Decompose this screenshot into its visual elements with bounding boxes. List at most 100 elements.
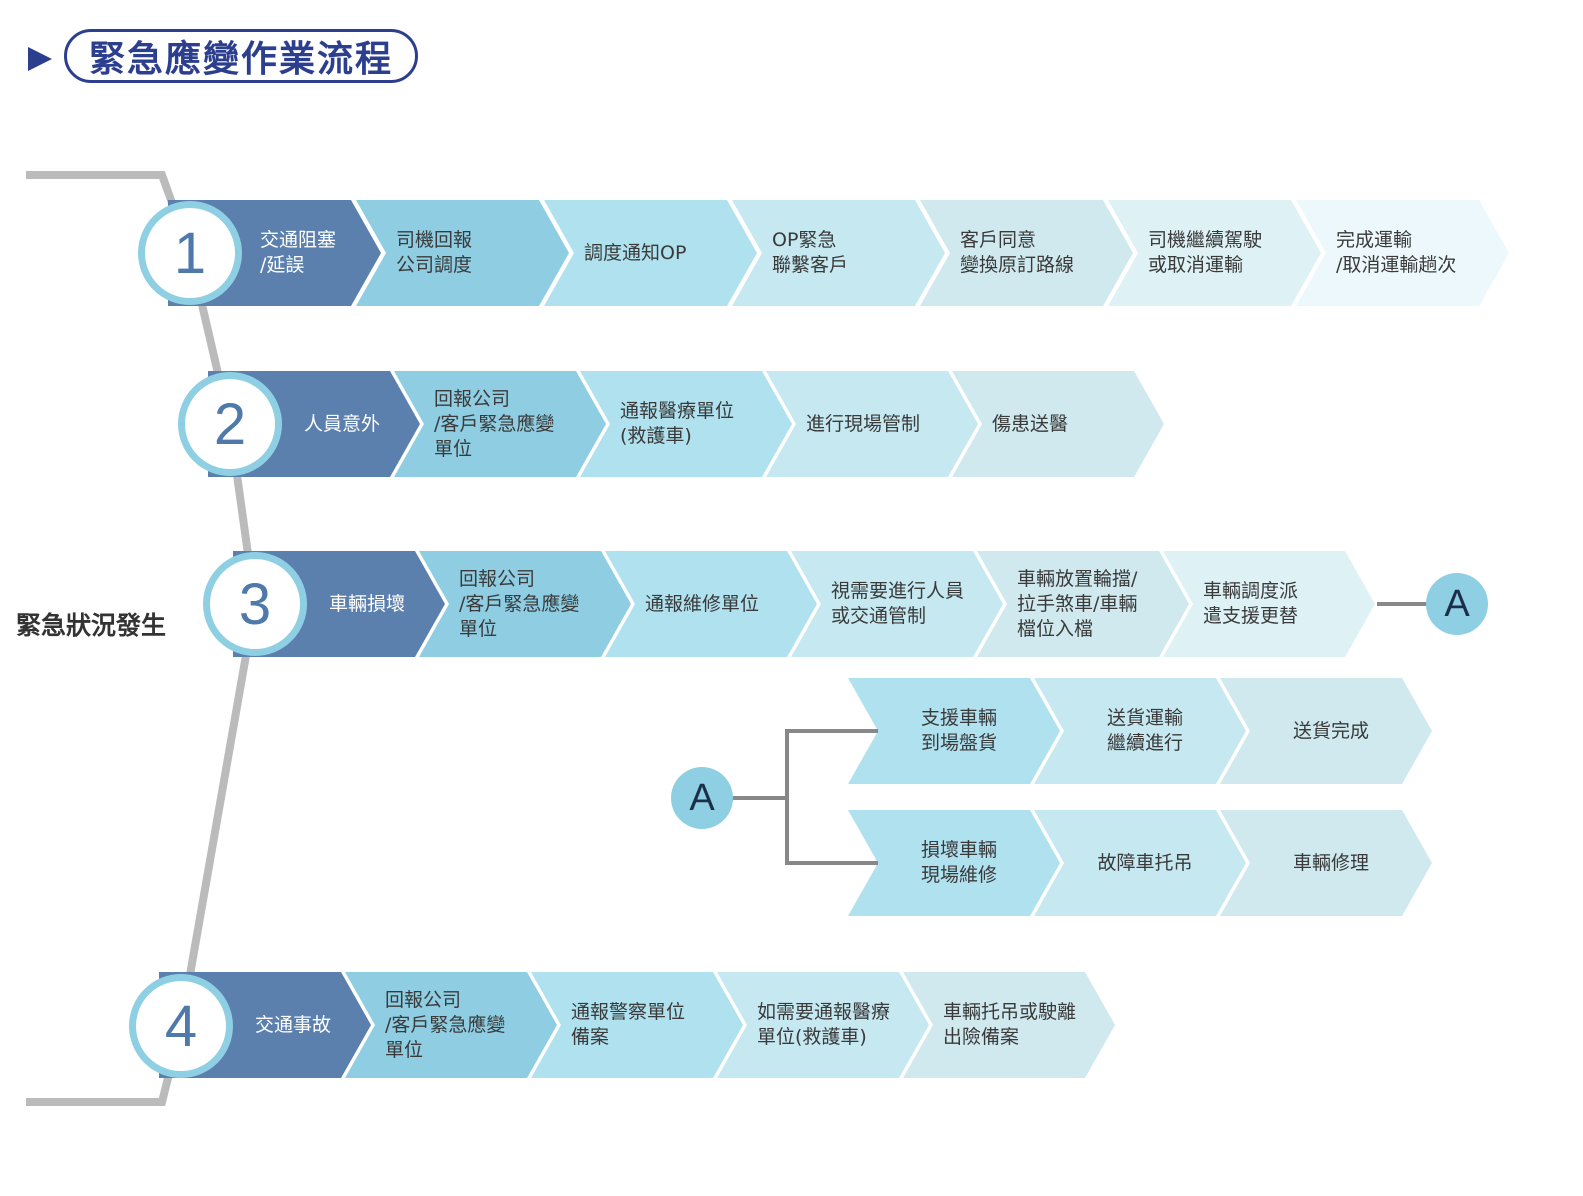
scenario-4-step-1-label: 交通事故 xyxy=(255,972,341,1078)
scenario-3-step-2-label: 回報公司/客戶緊急應變單位 xyxy=(459,551,601,657)
scenario-4-step-4-chevron xyxy=(717,972,929,1078)
title-arrow-icon xyxy=(28,47,52,71)
scenario-1-step-6-line-1: 司機繼續駕駛 xyxy=(1148,229,1263,251)
scenario-1-step-5-line-1: 客戶同意 xyxy=(960,229,1037,251)
scenario-1-step-1-label: 交通阻塞/延誤 xyxy=(260,200,351,306)
branch-1-step-3-chevron xyxy=(1220,678,1432,784)
branch-connector-lines xyxy=(731,602,1428,865)
scenario-2-step-2-line-3: 單位 xyxy=(434,437,473,460)
branch-1-step-2-line-1: 送貨運輸 xyxy=(1106,707,1183,729)
branch-1-step-1-line-1: 支援車輛 xyxy=(920,707,997,729)
scenario-2-step-1-label: 人員意外 xyxy=(304,371,390,477)
scenario-3-step-2-chevron xyxy=(419,551,631,657)
scenario-2-step-3-chevron xyxy=(580,371,792,477)
branch-2-step-3-line-1: 車輛修理 xyxy=(1292,851,1369,874)
scenario-4-step-2-line-3: 單位 xyxy=(385,1038,424,1061)
scenario-2-step-5-line-1: 傷患送醫 xyxy=(992,412,1069,435)
scenario-1-step-2-chevron xyxy=(356,200,569,306)
scenario-2-step-5-chevron xyxy=(952,371,1164,477)
scenario-4-step-3-chevron xyxy=(531,972,743,1078)
scenario-2-number: 2 xyxy=(178,372,282,476)
scenario-1-step-6-chevron xyxy=(1108,200,1321,306)
scenario-3-step-6-chevron xyxy=(1163,551,1375,657)
scenario-1-step-2-line-1: 司機回報 xyxy=(396,229,473,251)
scenario-1-step-7-label: 完成運輸/取消運輸趟次 xyxy=(1336,200,1479,306)
scenario-3-step-2-line-3: 單位 xyxy=(459,617,498,640)
branch-2-step-2-line-1: 故障車托吊 xyxy=(1097,851,1193,874)
scenario-3-step-4-label: 視需要進行人員或交通管制 xyxy=(831,551,973,657)
scenario-3-step-5-line-1: 車輛放置輪擋/ xyxy=(1017,567,1138,590)
scenario-4-step-4-line-1: 如需要通報醫療 xyxy=(757,1001,891,1023)
scenario-2-step-2-line-2: /客戶緊急應變 xyxy=(434,412,555,435)
branch-1-step-2-label: 送貨運輸繼續進行 xyxy=(1074,678,1216,784)
scenario-4-step-2-label: 回報公司/客戶緊急應變單位 xyxy=(385,972,527,1078)
scenario-3-step-6-label: 車輛調度派遣支援更替 xyxy=(1203,551,1345,657)
scenario-4-step-4-line-2: 單位(救護車) xyxy=(757,1026,867,1048)
scenario-2-step-2-chevron xyxy=(394,371,606,477)
scenario-4-step-1-line-1: 交通事故 xyxy=(255,1013,332,1036)
connector-a-end: A xyxy=(1426,573,1488,635)
scenario-4-step-5-chevron xyxy=(903,972,1115,1078)
scenario-3-step-3-chevron xyxy=(605,551,817,657)
branch-2-step-3-label: 車輛修理 xyxy=(1260,810,1402,916)
scenario-1-step-7-line-2: /取消運輸趟次 xyxy=(1336,254,1457,276)
branch-2-step-2-label: 故障車托吊 xyxy=(1074,810,1216,916)
scenario-2-step-4-chevron xyxy=(766,371,978,477)
scenario-4-step-3-line-1: 通報警察單位 xyxy=(571,1001,686,1023)
scenario-1-step-5-label: 客戶同意變換原訂路線 xyxy=(960,200,1103,306)
scenario-4-step-3-line-2: 備案 xyxy=(571,1026,610,1048)
scenario-3-step-5-line-3: 檔位入檔 xyxy=(1017,617,1094,640)
scenario-4-step-5-line-1: 車輛托吊或駛離 xyxy=(943,1001,1077,1023)
scenario-1-step-4-line-1: OP緊急 xyxy=(772,229,837,251)
scenario-2-step-3-label: 通報醫療單位 (救護車) xyxy=(620,371,762,477)
scenario-3-step-4-line-1: 視需要進行人員 xyxy=(831,580,965,602)
branch-2-step-1-line-1: 損壞車輛 xyxy=(920,839,997,861)
scenario-3-step-1-line-1: 車輛損壞 xyxy=(329,592,406,615)
scenario-4-step-4-label: 如需要通報醫療單位(救護車) xyxy=(757,972,899,1078)
page-title: 緊急應變作業流程 xyxy=(64,29,418,83)
scenario-4-step-2-line-2: /客戶緊急應變 xyxy=(385,1013,506,1036)
scenario-3-step-2-line-1: 回報公司 xyxy=(459,567,536,590)
scenario-3-step-5-label: 車輛放置輪擋/拉手煞車/車輛檔位入檔 xyxy=(1017,551,1159,657)
chevron-layer xyxy=(159,200,1509,1078)
scenario-1-step-5-line-2: 變換原訂路線 xyxy=(960,254,1075,276)
scenario-2-step-5-label: 傷患送醫 xyxy=(992,371,1134,477)
scenario-3-step-1-label: 車輛損壞 xyxy=(329,551,415,657)
scenario-2-step-2-line-1: 回報公司 xyxy=(434,387,511,410)
scenario-2-step-3-line-1: 通報醫療單位 xyxy=(620,400,735,422)
scenario-2-step-3-line-2: (救護車) xyxy=(620,425,692,447)
scenario-4-step-5-label: 車輛托吊或駛離出險備案 xyxy=(943,972,1085,1078)
branch-line-split xyxy=(785,729,878,865)
branch-2-step-2-chevron xyxy=(1034,810,1246,916)
branch-1-step-3-label: 送貨完成 xyxy=(1260,678,1402,784)
scenario-2-step-4-line-1: 進行現場管制 xyxy=(806,412,921,435)
branch-2-step-1-chevron xyxy=(848,810,1060,916)
scenario-1-number: 1 xyxy=(138,201,242,305)
scenario-3-step-5-chevron xyxy=(977,551,1189,657)
scenario-4-step-2-line-1: 回報公司 xyxy=(385,988,462,1011)
scenario-1-step-5-chevron xyxy=(920,200,1133,306)
scenario-3-step-6-line-1: 車輛調度派 xyxy=(1203,580,1299,602)
scenario-1-step-3-label: 調度通知OP xyxy=(584,200,727,306)
scenario-1-step-1-line-1: 交通阻塞 xyxy=(260,229,337,251)
scenario-3-step-6-line-2: 遣支援更替 xyxy=(1203,605,1299,627)
scenario-1-step-4-label: OP緊急聯繫客戶 xyxy=(772,200,915,306)
scenario-1-step-4-line-2: 聯繫客戶 xyxy=(772,254,849,276)
connector-a-start: A xyxy=(671,767,733,829)
scenario-4-step-5-line-2: 出險備案 xyxy=(943,1026,1020,1048)
scenario-1-step-6-line-2: 或取消運輸 xyxy=(1148,254,1244,276)
scenario-3-step-2-line-2: /客戶緊急應變 xyxy=(459,592,580,615)
scenario-1-step-6-label: 司機繼續駕駛或取消運輸 xyxy=(1148,200,1291,306)
trigger-label: 緊急狀況發生 xyxy=(16,611,167,640)
branch-1-step-1-chevron xyxy=(848,678,1060,784)
scenario-3-step-3-label: 通報維修單位 xyxy=(645,551,787,657)
scenario-4-step-3-label: 通報警察單位備案 xyxy=(571,972,713,1078)
scenario-3-step-5-line-2: 拉手煞車/車輛 xyxy=(1017,592,1138,615)
branch-1-step-2-line-2: 繼續進行 xyxy=(1106,732,1183,754)
scenario-2-step-1-line-1: 人員意外 xyxy=(304,412,381,435)
branch-1-step-2-chevron xyxy=(1034,678,1246,784)
branch-2-step-3-chevron xyxy=(1220,810,1432,916)
scenario-1-step-2-line-2: 公司調度 xyxy=(396,254,473,276)
branch-1-step-1-label: 支援車輛到場盤貨 xyxy=(888,678,1030,784)
scenario-2-step-4-label: 進行現場管制 xyxy=(806,371,948,477)
